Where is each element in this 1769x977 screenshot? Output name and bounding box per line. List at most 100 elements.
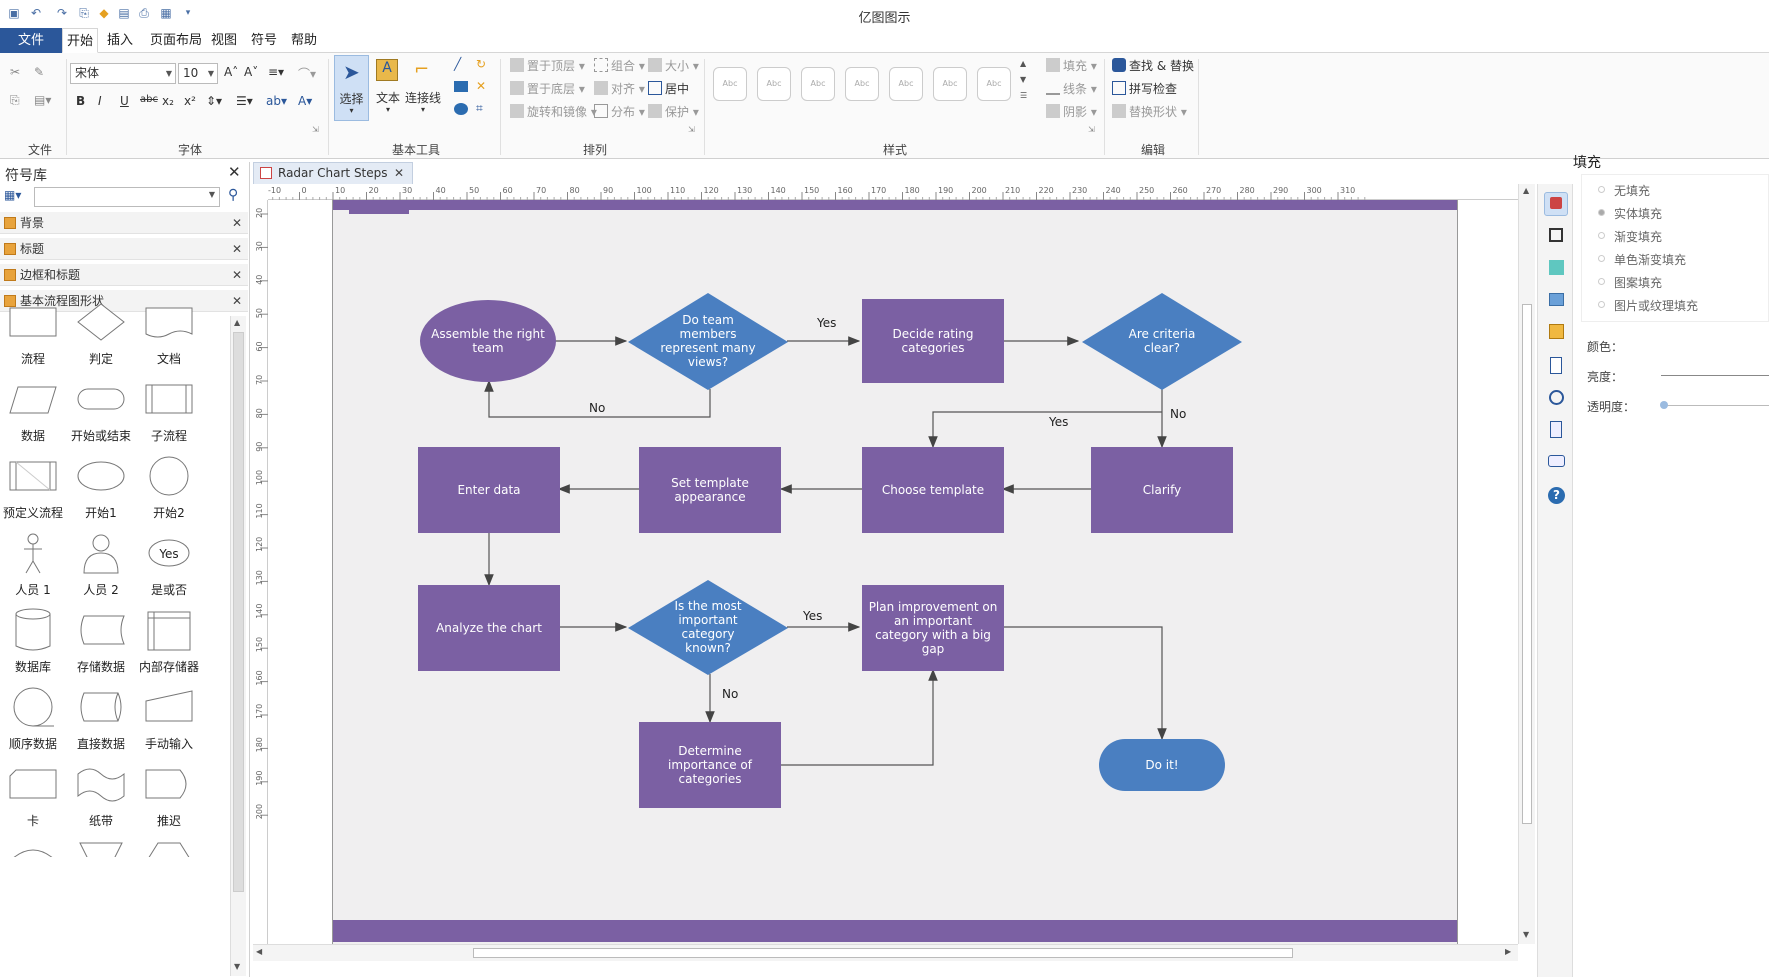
- radio-gradient-fill[interactable]: [1598, 232, 1605, 239]
- image-tool-icon[interactable]: [1544, 288, 1568, 312]
- fill-option-none[interactable]: 无填充: [1614, 184, 1651, 198]
- horizontal-scroll-thumb[interactable]: [473, 948, 1293, 958]
- select-tool-button[interactable]: ➤ 选择 ▾: [334, 55, 369, 121]
- close-icon[interactable]: ✕: [231, 216, 242, 230]
- hyperlink-icon[interactable]: [1544, 386, 1568, 410]
- find-replace-button[interactable]: 查找 & 替换: [1112, 57, 1194, 74]
- distribute-button[interactable]: 分布 ▾: [594, 103, 645, 120]
- node-clarify[interactable]: Clarify: [1091, 447, 1233, 533]
- text-tool-button[interactable]: A 文本 ▾: [372, 55, 404, 121]
- underline-icon[interactable]: U: [120, 94, 129, 108]
- document-tab[interactable]: Radar Chart Steps ✕: [253, 162, 413, 184]
- replace-shape-button[interactable]: 替换形状 ▾: [1112, 103, 1187, 120]
- fill-button[interactable]: 填充 ▾: [1046, 57, 1097, 74]
- style-swatch-7[interactable]: Abc: [977, 67, 1011, 101]
- style-swatch-2[interactable]: Abc: [757, 67, 791, 101]
- grow-font-icon[interactable]: A˄: [224, 65, 239, 79]
- shape-item[interactable]: [136, 837, 202, 857]
- bullets-icon[interactable]: ☰▾: [236, 94, 253, 108]
- shape-item[interactable]: 推迟: [136, 760, 202, 836]
- style-swatch-5[interactable]: Abc: [889, 67, 923, 101]
- shape-item[interactable]: 开始2: [136, 452, 202, 528]
- node-enter-data[interactable]: Enter data: [418, 447, 560, 533]
- font-name-select[interactable]: 宋体▼: [70, 63, 176, 84]
- case-icon[interactable]: ⌒▾: [298, 67, 317, 81]
- print-icon[interactable]: ⎙: [139, 6, 149, 20]
- format-painter-icon[interactable]: ✎: [34, 65, 45, 79]
- menu-home[interactable]: 开始: [62, 28, 98, 53]
- protect-button[interactable]: 保护 ▾: [648, 103, 699, 120]
- node-determine-importance[interactable]: Determine importance of categories: [639, 722, 781, 808]
- shadow-tool-icon[interactable]: [1544, 256, 1568, 280]
- style-scroll-down-icon[interactable]: ▼: [1020, 75, 1027, 84]
- transparency-slider-handle[interactable]: [1660, 401, 1668, 409]
- shape-item[interactable]: 数据库: [0, 606, 66, 682]
- shape-item[interactable]: 人员 2: [68, 529, 134, 605]
- node-plan-improvement[interactable]: Plan improvement on an important categor…: [862, 585, 1004, 671]
- shape-item[interactable]: 纸带: [68, 760, 134, 836]
- node-decide-categories[interactable]: Decide rating categories: [862, 299, 1004, 383]
- fill-tool-icon[interactable]: [1544, 192, 1568, 216]
- line-icon[interactable]: ╱: [454, 57, 462, 71]
- radio-mono-gradient-fill[interactable]: [1598, 255, 1605, 262]
- subscript-icon[interactable]: x₂: [162, 94, 174, 108]
- ellipse-icon[interactable]: [454, 103, 468, 115]
- shape-item[interactable]: 人员 1: [0, 529, 66, 605]
- spell-check-button[interactable]: 拼写检查: [1112, 80, 1177, 97]
- node-do-it[interactable]: Do it!: [1099, 739, 1225, 791]
- node-do-team-shape[interactable]: [627, 293, 789, 391]
- shape-item[interactable]: 文档: [136, 298, 202, 374]
- scroll-down-icon[interactable]: ▼: [1523, 930, 1530, 939]
- font-size-select[interactable]: 10▼: [178, 63, 218, 84]
- size-button[interactable]: 大小 ▾: [648, 57, 699, 74]
- italic-icon[interactable]: I: [98, 94, 102, 108]
- shrink-font-icon[interactable]: A˅: [244, 65, 259, 79]
- menu-symbol[interactable]: 符号: [250, 33, 277, 48]
- close-icon[interactable]: ✕: [231, 268, 242, 282]
- shape-item[interactable]: 数据: [0, 375, 66, 451]
- shape-item[interactable]: 预定义流程: [0, 452, 66, 528]
- library-scrollbar[interactable]: ▲ ▼: [230, 316, 246, 976]
- category-titles[interactable]: 标题✕: [0, 238, 248, 260]
- style-scroll-up-icon[interactable]: ▲: [1020, 59, 1027, 68]
- font-color-icon[interactable]: A▾: [298, 94, 313, 108]
- redo-icon[interactable]: ↷: [56, 6, 68, 20]
- shape-item[interactable]: 手动输入: [136, 683, 202, 759]
- point-icon[interactable]: ✕: [476, 79, 487, 93]
- app-menu-icon[interactable]: ▣: [8, 6, 20, 20]
- library-search-input[interactable]: ▼: [34, 187, 220, 207]
- paste-icon[interactable]: ▤▾: [34, 93, 52, 107]
- node-assemble-team[interactable]: Assemble the right team: [420, 300, 556, 382]
- fill-option-mono-gradient[interactable]: 单色渐变填充: [1614, 253, 1687, 267]
- shape-item[interactable]: 判定: [68, 298, 134, 374]
- radio-pattern-fill[interactable]: [1598, 278, 1605, 285]
- strikethrough-icon[interactable]: abc: [140, 94, 158, 105]
- save-icon[interactable]: ▤: [118, 6, 130, 20]
- menu-insert[interactable]: 插入: [106, 33, 133, 48]
- bring-front-button[interactable]: 置于顶层 ▾: [510, 57, 585, 74]
- arc-icon[interactable]: ↻: [476, 57, 487, 71]
- page-properties-icon[interactable]: [1544, 354, 1568, 378]
- node-analyze-chart[interactable]: Analyze the chart: [418, 585, 560, 671]
- menu-view[interactable]: 视图: [210, 33, 237, 48]
- close-icon[interactable]: ✕: [231, 242, 242, 256]
- style-dialog-icon[interactable]: ⇲: [1088, 125, 1095, 134]
- style-swatch-3[interactable]: Abc: [801, 67, 835, 101]
- bold-icon[interactable]: B: [76, 94, 86, 108]
- radio-picture-fill[interactable]: [1598, 301, 1605, 308]
- drawing-page[interactable]: Yes No No Yes Yes No Assemble the right …: [332, 200, 1458, 944]
- node-choose-template[interactable]: Choose template: [862, 447, 1004, 533]
- category-borders[interactable]: 边框和标题✕: [0, 264, 248, 286]
- superscript-icon[interactable]: x²: [184, 94, 196, 108]
- help-icon[interactable]: ?: [1544, 484, 1568, 508]
- connector-tool-button[interactable]: ⌐ 连接线 ▾: [404, 55, 442, 121]
- radio-no-fill[interactable]: [1598, 186, 1605, 193]
- layers-tool-icon[interactable]: [1544, 320, 1568, 344]
- export-icon[interactable]: ▦: [160, 6, 172, 20]
- scroll-right-icon[interactable]: ▶: [1505, 947, 1512, 956]
- rotate-button[interactable]: 旋转和镜像 ▾: [510, 103, 597, 120]
- library-scroll-thumb[interactable]: [233, 332, 244, 892]
- brightness-slider[interactable]: [1661, 375, 1769, 376]
- center-button[interactable]: 居中: [648, 80, 689, 97]
- search-icon[interactable]: ⚲: [228, 187, 239, 203]
